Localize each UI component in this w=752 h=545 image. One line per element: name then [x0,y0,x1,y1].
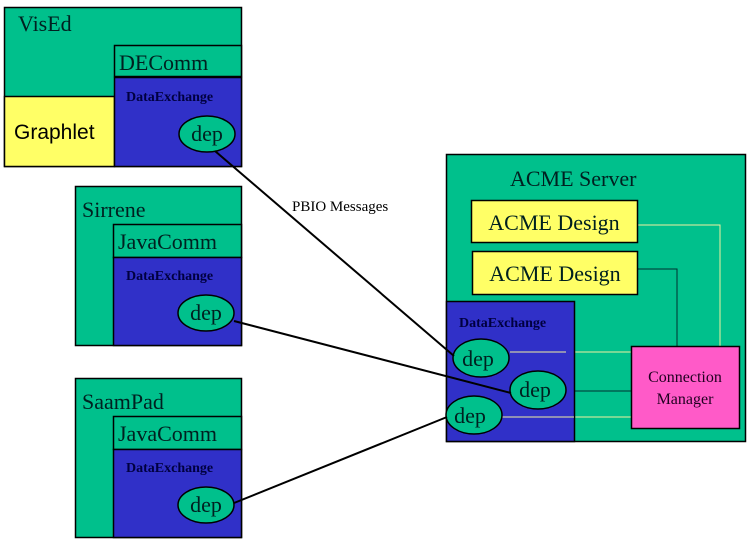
sirrene-dep-label: dep [190,300,222,325]
saampad-title: SaamPad [82,389,164,414]
client-sirrene: Sirrene JavaComm DataExchange dep [74,185,243,347]
sirrene-dataexchange-label: DataExchange [126,269,213,284]
vised-dep-node [178,115,236,153]
server-dep-label-1: dep [462,346,494,371]
design2-manager-link [638,268,678,346]
vised-title: VisEd [18,11,72,36]
design1-manager-link [638,224,721,346]
sirrene-title: Sirrene [82,197,146,222]
server-dep-node-1 [452,338,510,378]
vised-comm-box [113,44,243,78]
connection-manager-label-line2: Manager [657,391,715,408]
saampad-to-server-link [233,416,448,504]
acme-design-label-1: ACME Design [488,210,619,235]
vised-to-server-link [214,150,455,357]
server-dep-label-3: dep [454,403,486,428]
connection-manager-box [630,345,741,430]
vised-dataexchange-label: DataExchange [126,90,213,105]
vised-comm-label: DEComm [119,50,208,75]
saampad-dep-node [177,486,235,524]
acme-server: ACME Server ACME Design ACME Design Data… [445,153,747,443]
connection-manager-label-line1: Connection [648,369,722,386]
client-vised: VisEd Graphlet DEComm DataExchange dep [3,6,243,168]
saampad-dep-label: dep [190,492,222,517]
graphlet-label: Graphlet [14,121,95,144]
acme-design-label-2: ACME Design [489,261,620,286]
server-dataexchange-label: DataExchange [459,316,546,331]
saampad-comm-label: JavaComm [118,421,217,446]
client-saampad: SaamPad JavaComm DataExchange dep [74,377,243,539]
server-dep-label-2: dep [519,377,551,402]
sirrene-comm-label: JavaComm [118,229,217,254]
sirrene-to-server-link [233,320,512,394]
pbio-messages-label: PBIO Messages [292,199,388,215]
graphlet-box [3,95,116,168]
acme-design-box-2 [471,250,639,296]
server-title: ACME Server [510,166,637,191]
server-dep-node-2 [509,370,567,410]
server-dep-node-3 [445,395,503,435]
vised-dep-label: dep [191,121,223,146]
pbio-links [214,150,512,504]
sirrene-dep-node [177,294,235,332]
saampad-dataexchange-label: DataExchange [126,461,213,476]
acme-design-box-1 [470,199,639,244]
